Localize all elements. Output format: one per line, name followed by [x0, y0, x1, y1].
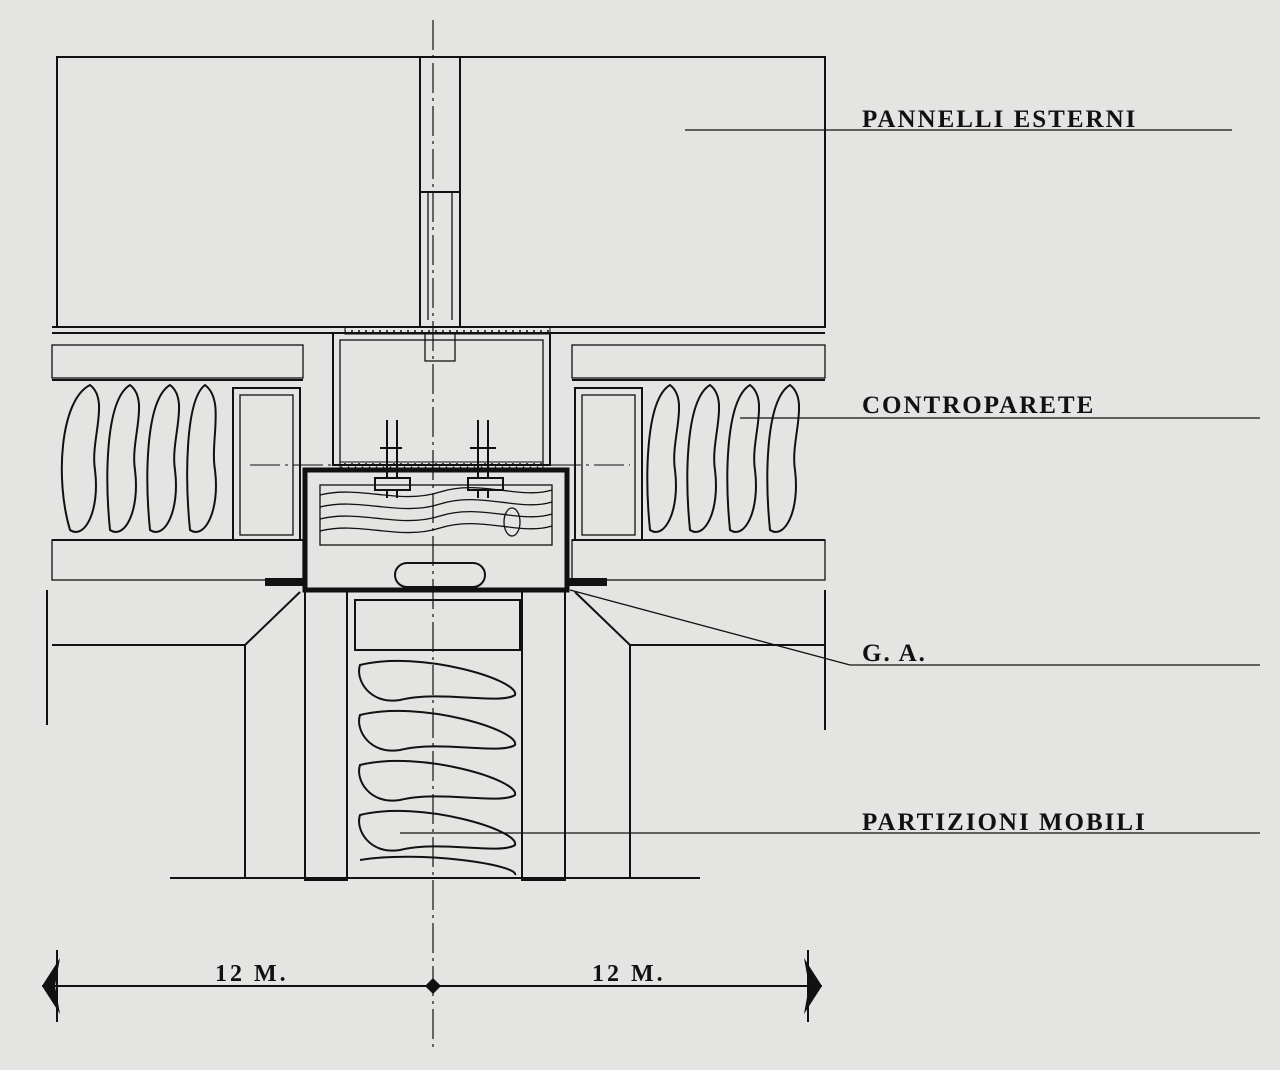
movable-partition: [170, 589, 700, 881]
insulation-left: [60, 383, 217, 533]
dimension-left: 12 M.: [215, 961, 289, 987]
insulation-partition: [358, 659, 517, 876]
svg-text:PANNELLI ESTERNI: PANNELLI ESTERNI: [862, 106, 1137, 133]
sealing-gasket: [394, 562, 486, 588]
label-counter-wall: CONTROPARETE: [740, 392, 1260, 419]
panel-joint-filler: [419, 56, 461, 193]
dimension-right: 12 M.: [592, 961, 666, 987]
svg-text:G. A.: G. A.: [862, 640, 927, 667]
counter-wall-right: [571, 344, 826, 581]
svg-text:CONTROPARETE: CONTROPARETE: [862, 392, 1095, 419]
counter-wall-left: [51, 344, 304, 581]
label-external-panels: PANNELLI ESTERNI: [685, 106, 1232, 133]
insulation-right: [646, 383, 801, 533]
dimension-line: 12 M. 12 M.: [42, 950, 822, 1022]
svg-text:PARTIZIONI MOBILI: PARTIZIONI MOBILI: [862, 809, 1147, 836]
label-movable-partitions: PARTIZIONI MOBILI: [400, 809, 1260, 836]
central-connector: [332, 332, 551, 498]
timber-beam: [265, 467, 607, 593]
external-panels: [52, 56, 826, 335]
lower-structure: [46, 590, 826, 878]
label-ga: G. A.: [569, 589, 1260, 667]
